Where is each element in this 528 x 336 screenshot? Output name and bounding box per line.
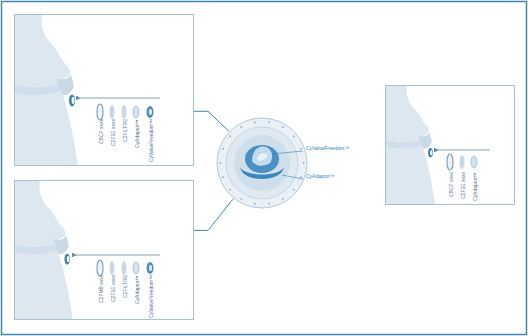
illustration-panel: C2FMB xxxx C2F1E xxxx C2FILTRE CyAdaptor™ Cy… bbox=[14, 180, 194, 320]
part-label: C2F1E xxxx bbox=[110, 275, 116, 302]
part-label: CyAdaptor™ bbox=[134, 275, 140, 304]
connector-line bbox=[194, 199, 233, 231]
valve-disc-illustration bbox=[216, 117, 308, 209]
callout-label: CyAdaptor™ bbox=[306, 173, 335, 179]
part-label: C2F1E xxxx bbox=[110, 119, 116, 146]
part-label: CyAdaptor™ bbox=[134, 119, 140, 148]
part-label: CBCF xxxx bbox=[448, 172, 454, 197]
part-label: CyAdaptor™ bbox=[472, 172, 478, 201]
part-label: C2FILTRE bbox=[122, 275, 128, 298]
valve-disc: CyValveFreedom™CyAdaptor™ bbox=[216, 117, 308, 209]
part-label: C2FMB xxxx bbox=[98, 275, 104, 303]
part-label: CyValveFreedom™ bbox=[148, 119, 154, 162]
part-label: CBCF xxxx bbox=[98, 119, 104, 144]
connector-line bbox=[194, 111, 229, 131]
part-label: CyValveFreedom™ bbox=[148, 275, 154, 318]
part-label: C2FILTRE bbox=[122, 119, 128, 142]
callout-label: CyValveFreedom™ bbox=[306, 145, 349, 151]
illustration-panel: CBCF xxxx C2F1E xxxx CyAdaptor™ bbox=[385, 85, 515, 205]
part-label: C2F1E xxxx bbox=[460, 172, 466, 199]
illustration-panel: CBCF xxxx C2F1E xxxx C2FILTRE CyAdaptor™ CyV… bbox=[14, 14, 194, 166]
